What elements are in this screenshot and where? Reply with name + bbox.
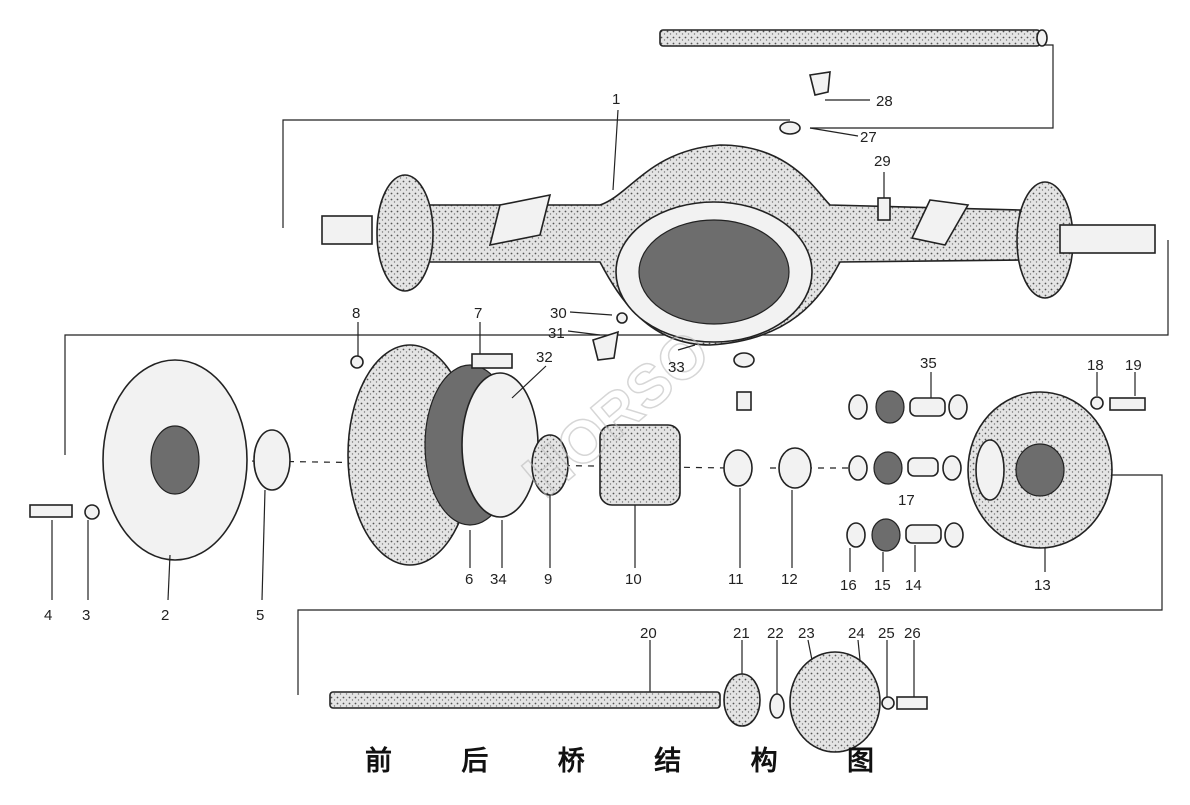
label-part-26: 26 [904, 625, 921, 642]
label-part-6: 6 [465, 571, 473, 588]
left-hub-assembly [29, 312, 812, 566]
label-part-3: 3 [82, 607, 90, 624]
label-part-19: 19 [1125, 357, 1142, 374]
part-number-labels: 1 2 3 4 5 6 7 8 9 10 11 12 13 14 15 16 1… [44, 91, 1142, 642]
label-part-10: 10 [625, 571, 642, 588]
label-part-2: 2 [161, 607, 169, 624]
axle-housing [321, 71, 1156, 346]
label-part-18: 18 [1087, 357, 1104, 374]
label-part-29: 29 [874, 153, 891, 170]
label-part-35: 35 [920, 355, 937, 372]
label-part-1: 1 [612, 91, 620, 108]
label-part-33: 33 [668, 359, 685, 376]
label-part-32: 32 [536, 349, 553, 366]
label-part-8: 8 [352, 305, 360, 322]
label-part-13: 13 [1034, 577, 1051, 594]
lower-half-shaft-assembly [329, 651, 928, 753]
upper-half-shaft [659, 29, 1048, 47]
label-part-5: 5 [256, 607, 264, 624]
right-differential-assembly [846, 390, 1146, 552]
label-part-14: 14 [905, 577, 922, 594]
label-part-28: 28 [876, 93, 893, 110]
label-part-31: 31 [548, 325, 565, 342]
label-part-7: 7 [474, 305, 482, 322]
label-part-16: 16 [840, 577, 857, 594]
label-part-20: 20 [640, 625, 657, 642]
label-part-27: 27 [860, 129, 877, 146]
label-part-30: 30 [550, 305, 567, 322]
label-leaders [51, 99, 1136, 697]
label-part-21: 21 [733, 625, 750, 642]
label-part-9: 9 [544, 571, 552, 588]
diagram-title: 前 后 桥 结 构 图 [365, 745, 904, 777]
label-part-11: 11 [728, 571, 744, 588]
label-part-4: 4 [44, 607, 52, 624]
label-part-24: 24 [848, 625, 865, 642]
label-part-15: 15 [874, 577, 891, 594]
label-part-22: 22 [767, 625, 784, 642]
label-part-25: 25 [878, 625, 895, 642]
label-part-34: 34 [490, 571, 507, 588]
label-part-12: 12 [781, 571, 798, 588]
label-part-23: 23 [798, 625, 815, 642]
label-part-17: 17 [898, 492, 915, 509]
